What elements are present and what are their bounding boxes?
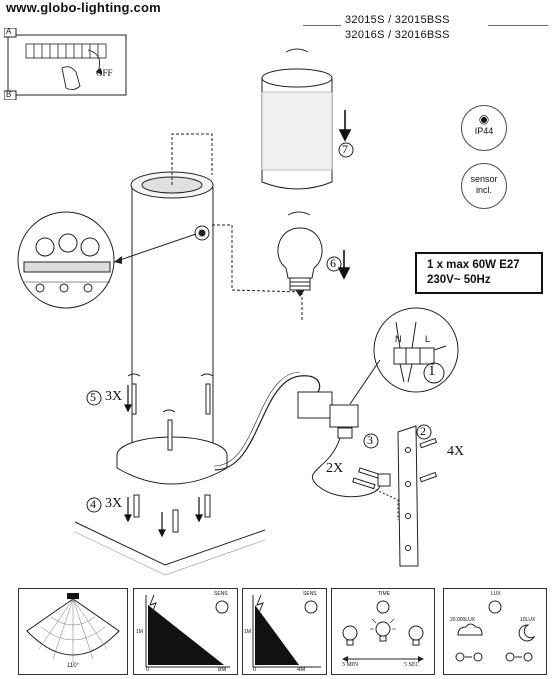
panel-range-b: SENS 1M 0 4M: [242, 588, 327, 675]
light-bulb: [277, 227, 323, 297]
rotate-arrow-icon: [285, 48, 309, 53]
bulb-icon: [342, 621, 424, 646]
sensor-badge-line1: sensor: [470, 174, 498, 184]
range-b-origin: 0: [253, 667, 257, 673]
moon-icon: [518, 624, 536, 642]
breaker-label-a: A: [6, 27, 12, 36]
spec-box: 1 x max 60W E27 230V~ 50Hz: [415, 252, 543, 294]
wiring-detail: [373, 307, 459, 393]
panel-range-a: SENS 1M 0 8M: [133, 588, 238, 675]
ground-surface: [74, 521, 266, 576]
mounting-bracket: [397, 425, 419, 567]
junction-box: [297, 391, 359, 439]
assembly-illustration: [17, 48, 459, 576]
screw-pair: [352, 467, 391, 490]
range-b-sens: SENS: [303, 591, 317, 597]
models-line-2: 32016S / 32016BSS: [345, 29, 450, 41]
sensor-badge: sensor incl.: [461, 163, 507, 209]
breaker-illustration: [3, 27, 127, 101]
step-6-label: 6: [330, 256, 336, 270]
bollard-post: [116, 171, 228, 485]
panel-time: TIME 5 MIN 5 SEC: [331, 588, 435, 675]
rotate-arrow-icon: [287, 211, 311, 216]
detection-angle-label: 110°: [67, 663, 79, 669]
models-rule-left: [303, 25, 341, 26]
bracket-screws: [419, 437, 438, 483]
screws-top: [131, 383, 211, 451]
lux-low: 10LUX: [520, 617, 536, 623]
sensor-detail: [17, 211, 115, 309]
range-a-origin: 0: [146, 667, 150, 673]
step-3-label: 3: [367, 433, 373, 447]
lux-title: LUX: [491, 591, 501, 597]
wiring-n-label: N: [395, 334, 402, 344]
step-circles: [86, 142, 445, 513]
model-numbers: 32015S / 32015BSS 32016S / 32016BSS: [345, 13, 450, 43]
sensor-badge-line2: incl.: [475, 185, 492, 195]
hand-icon: [61, 66, 81, 91]
wall-anchors: [133, 494, 211, 533]
count-3x-bottom: 3X: [105, 496, 123, 511]
range-a-height: 1M: [136, 629, 143, 635]
count-2x: 2X: [326, 461, 344, 476]
breaker-off-label: OFF: [96, 68, 113, 78]
breaker-row: [25, 43, 107, 59]
step-4-label: 4: [90, 497, 96, 511]
time-title: TIME: [378, 591, 390, 597]
lux-high: 20.000LUX: [450, 617, 476, 623]
step-7-label: 7: [342, 142, 348, 156]
rotate-arrow-icon: [127, 373, 214, 413]
range-a-sens: SENS: [214, 591, 228, 597]
ip44-badge: ◉ IP44: [461, 105, 507, 151]
lamp-shade: [261, 68, 333, 190]
detection-angle-diagram: [26, 593, 120, 663]
models-rule-right: [488, 25, 548, 26]
water-drop-icon: ◉: [478, 112, 490, 126]
models-line-1: 32015S / 32015BSS: [345, 14, 450, 26]
time-min: 5 MIN: [342, 662, 359, 668]
range-b-height: 1M: [244, 629, 251, 635]
down-arrow-icon: [124, 385, 203, 538]
spec-line-2: 230V~ 50Hz: [427, 274, 491, 286]
step-1-label: 1: [428, 363, 436, 379]
panel-lux: LUX 20.000LUX 10LUX: [443, 588, 547, 675]
breaker-label-b: B: [6, 90, 12, 99]
step-2-label: 2: [420, 424, 426, 438]
time-max: 5 SEC: [404, 662, 420, 668]
website-url: www.globo-lighting.com: [6, 0, 161, 15]
range-a-diagram: [145, 594, 230, 668]
breaker-panel: A B OFF: [3, 27, 132, 101]
sensor-window: [194, 225, 210, 241]
lux-diagram: [455, 600, 536, 662]
cloud-sun-icon: [457, 623, 483, 636]
down-arrow-icon: [337, 110, 352, 280]
spec-line-1: 1 x max 60W E27: [427, 259, 520, 271]
wiring-l-label: L: [425, 334, 431, 344]
ip-rating-text: IP44: [474, 126, 494, 136]
step-5-label: 5: [90, 390, 96, 404]
time-diagram: [342, 600, 424, 662]
count-4x: 4X: [447, 444, 465, 459]
panel-detection-angle: 110°: [18, 588, 128, 675]
count-3x-top: 3X: [105, 389, 123, 404]
range-a-distance: 8M: [218, 667, 227, 673]
range-b-diagram: [252, 594, 321, 668]
range-b-distance: 4M: [297, 667, 306, 673]
